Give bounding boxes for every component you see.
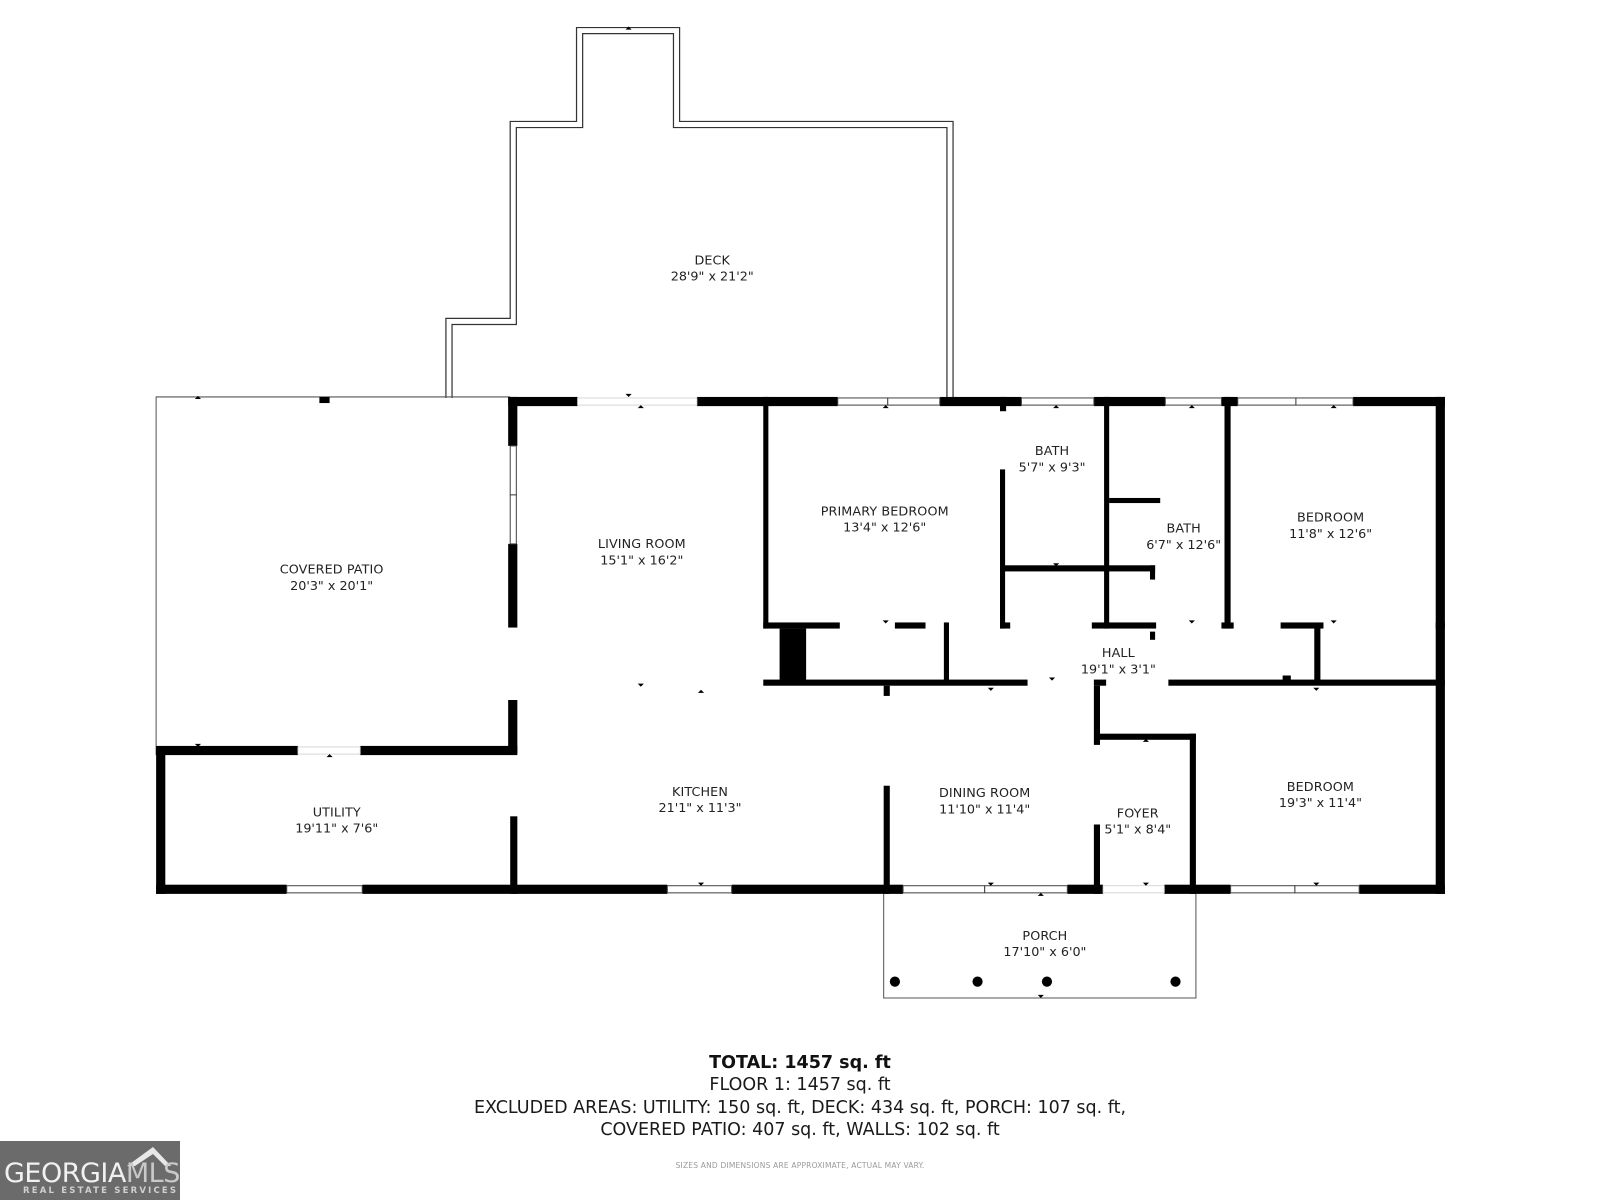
floor-1-area: FLOOR 1: 1457 sq. ft [709,1075,891,1095]
interior-walls [763,396,1445,894]
room-kitchen: KITCHEN 21'1" x 11'3" [658,785,741,816]
room-foyer: FOYER 5'1" x 8'4" [1104,806,1171,837]
disclaimer: SIZES AND DIMENSIONS ARE APPROXIMATE, AC… [675,1161,925,1170]
windows [286,397,1360,894]
room-label: BATH [1035,444,1069,459]
room-bath-1: BATH 5'7" x 9'3" [1019,444,1086,475]
georgia-mls-logo: GEORGIAMLS REAL ESTATE SERVICES [0,1141,180,1200]
room-dimensions: 11'8" x 12'6" [1289,527,1372,542]
room-dimensions: 20'3" x 20'1" [290,579,373,594]
room-label: BEDROOM [1297,510,1364,525]
room-dimensions: 5'1" x 8'4" [1104,823,1171,838]
logo-tagline: REAL ESTATE SERVICES [23,1186,179,1196]
room-dimensions: 28'9" x 21'2" [671,270,754,285]
room-label: BEDROOM [1287,780,1354,795]
roof-icon [127,1147,171,1166]
room-bedroom-2: BEDROOM 19'3" x 11'4" [1279,780,1362,811]
room-living-room: LIVING ROOM 15'1" x 16'2" [598,537,686,568]
room-label: DECK [694,253,730,268]
room-label: KITCHEN [672,785,728,800]
room-dimensions: 5'7" x 9'3" [1019,460,1086,475]
room-label: LIVING ROOM [598,537,686,552]
porch-outline [883,893,1197,999]
room-bath-2: BATH 6'7" x 12'6" [1146,522,1221,553]
room-label: PORCH [1022,929,1067,944]
measurement-markers [194,26,1337,998]
room-label: COVERED PATIO [280,562,384,577]
excluded-areas-line-2: COVERED PATIO: 407 sq. ft, WALLS: 102 sq… [600,1120,1000,1140]
total-area: TOTAL: 1457 sq. ft [709,1053,891,1073]
room-dimensions: 17'10" x 6'0" [1003,945,1086,960]
logo-brand-georgia: GEORGIA [4,1158,126,1189]
room-dimensions: 15'1" x 16'2" [600,553,683,568]
room-label: FOYER [1117,806,1159,821]
room-covered-patio: COVERED PATIO 20'3" x 20'1" [280,562,384,593]
room-dimensions: 6'7" x 12'6" [1146,538,1221,553]
room-dimensions: 19'1" x 3'1" [1081,662,1156,677]
deck-outline [445,26,954,398]
room-utility: UTILITY 19'11" x 7'6" [295,805,378,836]
room-label: BATH [1167,522,1201,537]
exterior-walls [156,396,1445,894]
logo-brand: GEORGIAMLS [4,1158,180,1189]
room-label: UTILITY [313,805,361,820]
room-dining-room: DINING ROOM 11'10" x 11'4" [939,786,1030,817]
room-bedroom-1: BEDROOM 11'8" x 12'6" [1289,510,1372,541]
logo-brand-mls: MLS [125,1158,180,1189]
room-label: DINING ROOM [939,786,1030,801]
room-dimensions: 21'1" x 11'3" [658,801,741,816]
room-porch: PORCH 17'10" x 6'0" [1003,929,1086,960]
room-hall: HALL 19'1" x 3'1" [1081,646,1156,677]
doors [297,397,1165,894]
room-dimensions: 11'10" x 11'4" [939,802,1030,817]
room-label: HALL [1102,646,1136,661]
room-primary-bedroom: PRIMARY BEDROOM 13'4" x 12'6" [821,504,949,535]
room-dimensions: 19'11" x 7'6" [295,822,378,837]
covered-patio-outline [155,396,511,756]
room-dimensions: 13'4" x 12'6" [843,521,926,536]
excluded-areas-line-1: EXCLUDED AREAS: UTILITY: 150 sq. ft, DEC… [473,1097,1127,1118]
room-dimensions: 19'3" x 11'4" [1279,796,1362,811]
area-summary: TOTAL: 1457 sq. ft FLOOR 1: 1457 sq. ft … [0,1052,1600,1142]
room-deck: DECK 28'9" x 21'2" [671,253,754,284]
room-label: PRIMARY BEDROOM [821,504,949,519]
